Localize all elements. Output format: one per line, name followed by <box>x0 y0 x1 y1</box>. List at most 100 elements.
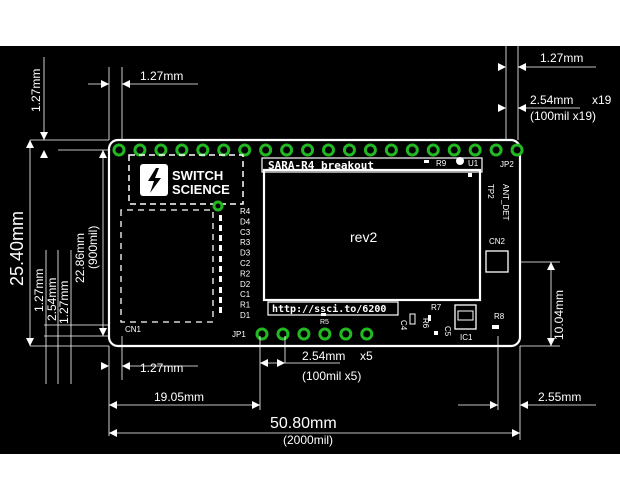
jp2-pad <box>301 143 315 157</box>
dim-jp1-offset: 19.05mm <box>154 390 204 404</box>
jp2-pad <box>175 143 189 157</box>
module-label-box <box>261 157 483 173</box>
refdes-r4: R4 <box>240 207 251 216</box>
module-label: SARA-R4 breakout <box>268 159 374 172</box>
test-pad <box>212 200 224 212</box>
cn2-label: CN2 <box>489 237 506 246</box>
logo-keepout <box>128 154 244 205</box>
r8-label: R8 <box>494 312 505 321</box>
jp2-pad <box>447 143 461 157</box>
dim-left-lower-c: 1.27mm <box>57 281 71 324</box>
url-label: http://ssci.to/6200 <box>272 303 386 315</box>
r5-part <box>321 313 326 316</box>
ic1-body <box>457 310 474 321</box>
cn2-outline <box>485 250 509 273</box>
c5-pad <box>434 331 438 335</box>
ant-det-label: ANT_DET <box>501 184 510 221</box>
dim-row-spacing: 22.86mm <box>73 233 87 283</box>
pin1-marker <box>468 173 472 177</box>
board-outline <box>107 138 522 348</box>
dim-row-spacing-mil: (900mil) <box>86 226 100 269</box>
jp2-pad <box>112 143 126 157</box>
ic1-label: IC1 <box>460 333 473 342</box>
dim-left-top-vertical: 1.27mm <box>29 69 43 112</box>
dim-pin-count-bottom: x5 <box>360 349 373 363</box>
jp2-pad <box>363 143 377 157</box>
dim-board-height: 25.40mm <box>7 211 27 286</box>
jp2-pad <box>426 143 440 157</box>
dim-pin-pitch-top: 2.54mm <box>530 93 573 107</box>
dim-left-lower-b: 2.54mm <box>45 278 59 321</box>
dim-pin-pitch-bottom: 2.54mm <box>302 349 345 363</box>
r8-part <box>492 325 499 329</box>
r7-label: R7 <box>431 303 442 312</box>
c4-part <box>409 313 416 325</box>
jp2-pad <box>238 143 252 157</box>
logo-line2: SCIENCE <box>172 182 230 197</box>
refdes-d1: D1 <box>240 311 251 320</box>
dim-pin-mil-bottom: (100mil x5) <box>302 369 361 383</box>
ic1-outline <box>454 304 477 330</box>
jp2-pad <box>259 143 273 157</box>
jp1-pad <box>297 327 311 341</box>
url-box <box>267 301 399 316</box>
jp2-pad <box>468 143 482 157</box>
jp2-pad <box>405 143 419 157</box>
dimension-lines <box>29 44 596 440</box>
dim-board-width-mil: (2000mil) <box>283 433 333 447</box>
jp1-label: JP1 <box>232 330 246 339</box>
dim-top-right-pitch: 1.27mm <box>540 51 583 65</box>
r9-part <box>424 160 429 163</box>
dim-pin-mil-top: (100mil x19) <box>530 109 596 123</box>
tp2-label: TP2 <box>486 184 495 199</box>
rev-label: rev2 <box>350 229 377 245</box>
c4-label: C4 <box>399 320 408 331</box>
dim-bottom-offset: 1.27mm <box>140 361 183 375</box>
refdes-d3: D3 <box>240 249 251 258</box>
logo-line1: SWITCH <box>172 168 223 183</box>
jp2-pad <box>322 143 335 157</box>
jp2-pad <box>280 143 294 157</box>
c5-label: C5 <box>443 326 452 337</box>
refdes-r2: R2 <box>240 269 251 278</box>
jp2-pad <box>196 143 210 157</box>
jp1-pad <box>255 327 269 341</box>
left-component-column <box>219 215 222 313</box>
cn1-label: CN1 <box>125 325 142 334</box>
refdes-d4: D4 <box>240 217 251 226</box>
jp2-pad <box>510 143 524 157</box>
jp1-pad <box>276 327 290 341</box>
jp2-pad <box>384 143 398 157</box>
lightning-bolt-icon <box>148 168 161 193</box>
jp1-pad <box>339 327 353 341</box>
u1-label: U1 <box>468 159 479 168</box>
r6-part <box>428 315 431 321</box>
refdes-c3: C3 <box>240 228 251 237</box>
dimension-arrows <box>26 63 555 437</box>
dim-right-bottom-offset: 2.55mm <box>538 390 581 404</box>
r6-label: R6 <box>421 318 430 329</box>
module-outline <box>262 168 482 302</box>
dim-board-width: 50.80mm <box>270 415 337 432</box>
jp2-pad <box>342 143 356 157</box>
jp2-pad <box>133 143 147 157</box>
jp1-pad <box>318 327 332 341</box>
dim-right-height: 10.04mm <box>552 290 566 340</box>
jp2-pad-row <box>112 143 524 157</box>
dim-left-lower-a: 1.27mm <box>32 269 46 312</box>
refdes-c2: C2 <box>240 259 251 268</box>
r5-label: R5 <box>320 319 329 326</box>
u1-pin-dot <box>456 157 464 165</box>
jp1-pad-row <box>255 327 374 341</box>
refdes-r1: R1 <box>240 301 251 310</box>
jp2-pad <box>154 143 168 157</box>
refdes-d2: D2 <box>240 280 251 289</box>
cn1-outline <box>120 209 214 323</box>
refdes-c1: C1 <box>240 290 251 299</box>
dim-top-left-pitch: 1.27mm <box>140 69 183 83</box>
r9-label: R9 <box>436 159 447 168</box>
jp2-pad <box>217 143 231 157</box>
